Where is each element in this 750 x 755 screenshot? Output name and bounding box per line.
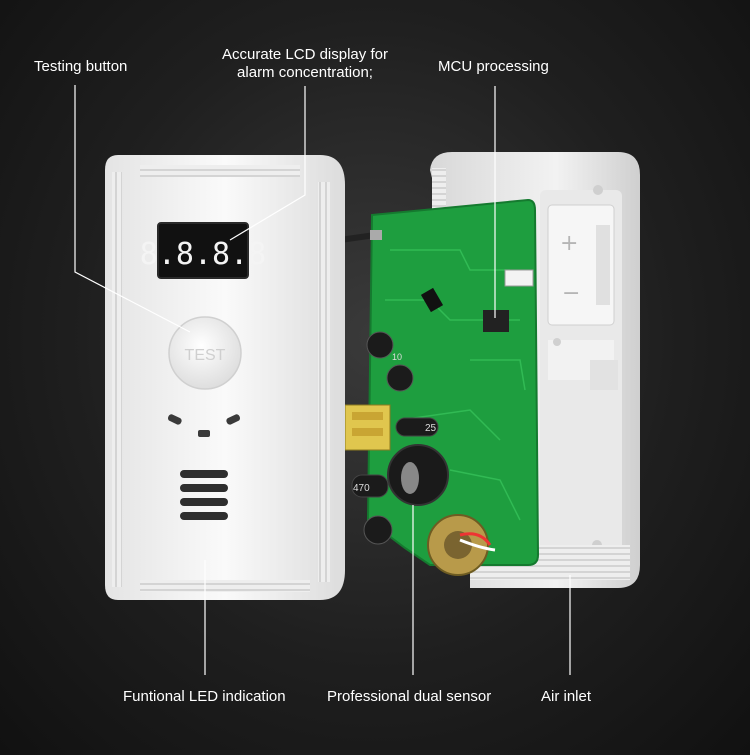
- callout-air-inlet: Air inlet: [541, 688, 592, 705]
- lcd-digits: 8.8.8.8: [140, 237, 266, 272]
- callout-testing-button: Testing button: [34, 58, 128, 75]
- front-housing: 8.8.8.8 TEST: [105, 155, 345, 600]
- test-button[interactable]: [168, 316, 242, 390]
- svg-text:−: −: [562, 281, 580, 306]
- capacitor-label-470: 470: [353, 483, 370, 494]
- lcd-display: [157, 222, 249, 279]
- callout-lcd-line2: alarm concentration;: [237, 64, 373, 81]
- mcu-chip: [483, 310, 509, 332]
- callout-sensor: Professional dual sensor: [327, 688, 492, 705]
- speaker-grille: [180, 470, 228, 520]
- callout-lines: [74, 85, 571, 675]
- svg-text:+: +: [560, 231, 578, 256]
- capacitor-label-25: 25: [425, 423, 437, 434]
- callout-mcu: MCU processing: [438, 58, 549, 75]
- test-button-label: TEST: [185, 347, 226, 364]
- callout-lcd-line1: Accurate LCD display for: [222, 46, 388, 63]
- callout-led: Funtional LED indication: [123, 688, 286, 705]
- capacitor-label-10: 10: [392, 352, 402, 362]
- pcb-board: 10 25 470: [339, 198, 540, 576]
- callout-lcd-display: Accurate LCD display for alarm concentra…: [205, 46, 405, 82]
- led-indicators: [167, 414, 241, 437]
